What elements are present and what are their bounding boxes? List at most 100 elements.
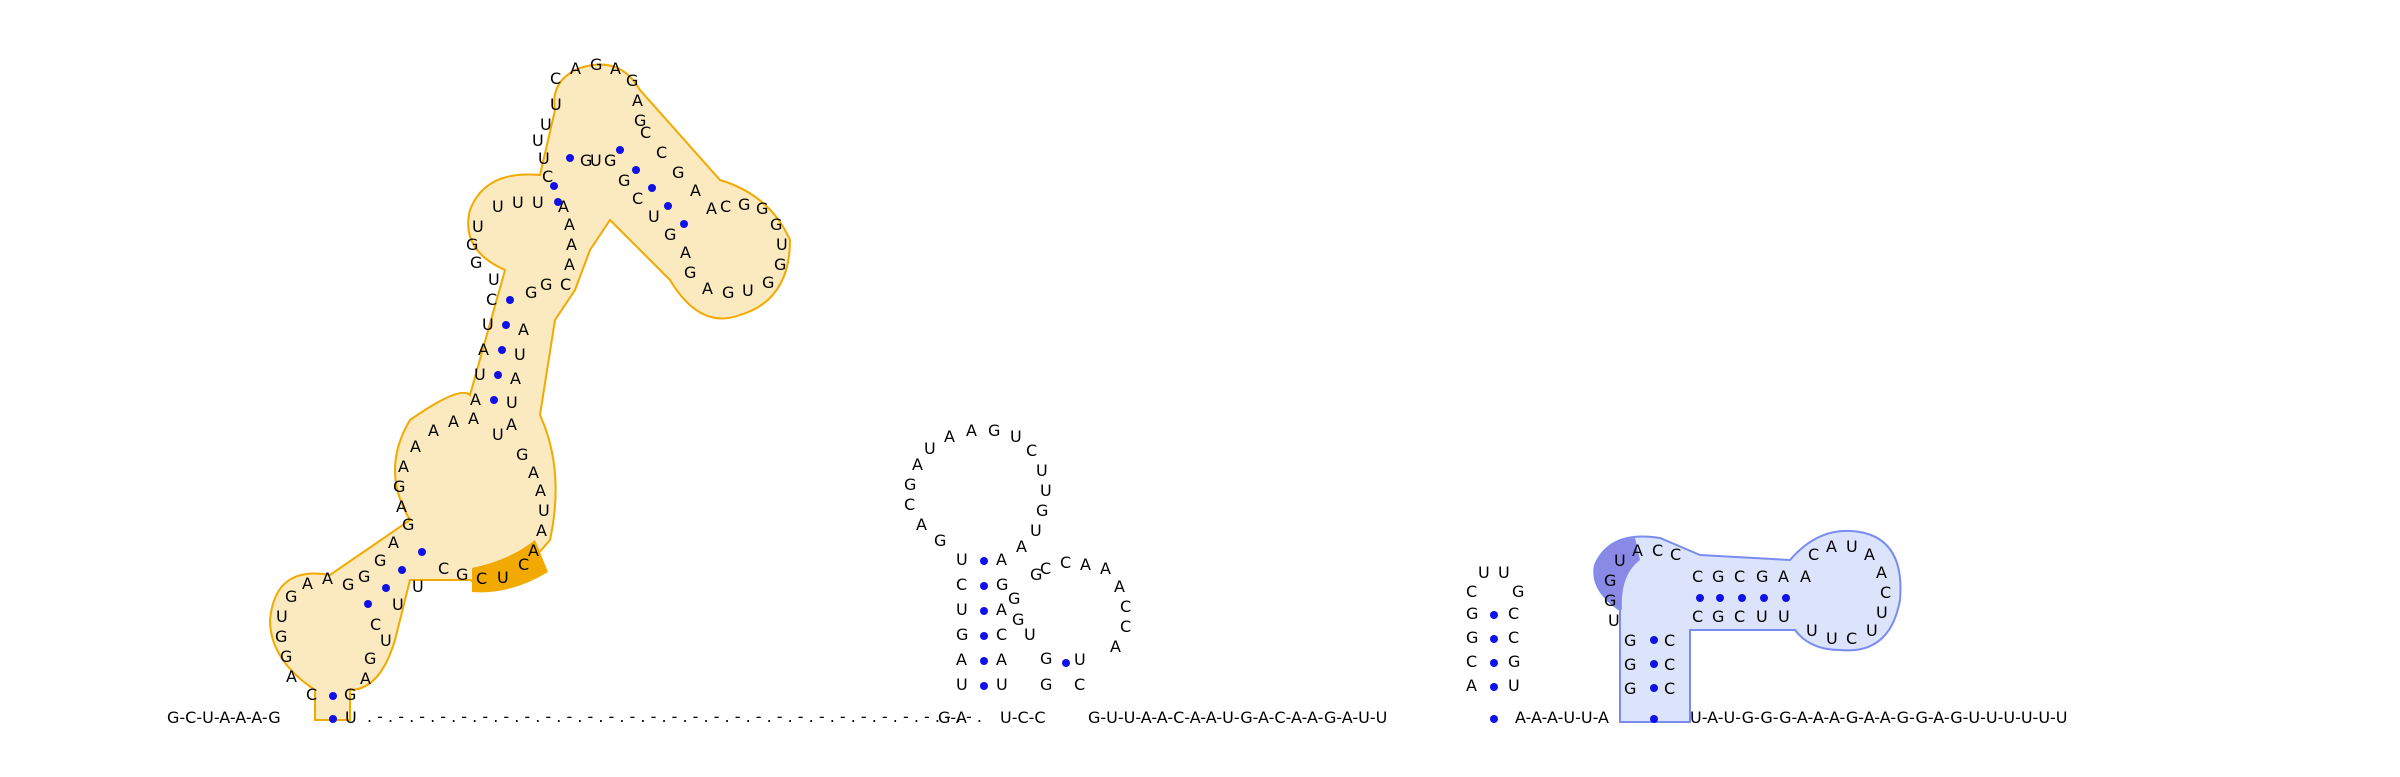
svg-text:G: G: [1712, 607, 1724, 626]
svg-text:G: G: [934, 531, 946, 550]
svg-text:C: C: [518, 555, 529, 574]
svg-text:G: G: [996, 575, 1008, 594]
svg-text:A: A: [396, 497, 407, 516]
blue-highlight-domain: [1593, 529, 1902, 723]
svg-text:U: U: [956, 675, 968, 694]
orange-highlight-domain: [268, 63, 792, 721]
svg-text:A: A: [632, 91, 643, 110]
svg-text:G: G: [626, 71, 638, 90]
svg-text:A: A: [610, 59, 621, 78]
svg-text:U: U: [1608, 611, 1620, 630]
svg-text:C: C: [560, 275, 571, 294]
svg-text:G: G: [684, 263, 696, 282]
backbone-ga: G-A: [938, 708, 967, 727]
svg-text:A: A: [966, 421, 977, 440]
svg-text:G: G: [956, 625, 968, 644]
svg-text:C: C: [1040, 559, 1051, 578]
svg-text:G: G: [1466, 628, 1478, 647]
svg-text:C: C: [1692, 567, 1703, 586]
svg-text:A: A: [916, 515, 927, 534]
svg-text:A: A: [1466, 676, 1477, 695]
svg-text:C: C: [1664, 679, 1675, 698]
unstructured-dotted-region: . - . - . - . - . - . - . - . - . - . - …: [367, 707, 982, 726]
svg-text:G: G: [1030, 565, 1042, 584]
svg-text:A: A: [528, 463, 539, 482]
svg-text:A: A: [286, 667, 297, 686]
svg-text:G: G: [402, 515, 414, 534]
svg-text:G: G: [1512, 582, 1524, 601]
svg-text:U: U: [1778, 607, 1790, 626]
svg-text:C: C: [1880, 583, 1891, 602]
svg-text:G: G: [374, 551, 386, 570]
svg-text:C: C: [720, 197, 731, 216]
svg-text:C: C: [1808, 545, 1819, 564]
backbone-left-sequence: G-C-U-A-A-A-G: [167, 708, 281, 727]
svg-text:U: U: [276, 607, 288, 626]
svg-text:A: A: [1632, 541, 1643, 560]
svg-text:U: U: [1074, 650, 1086, 669]
svg-text:G: G: [285, 587, 297, 606]
svg-text:A: A: [564, 255, 575, 274]
svg-text:C: C: [1074, 675, 1085, 694]
svg-text:C: C: [1120, 617, 1131, 636]
svg-text:A: A: [706, 199, 717, 218]
backbone-ucc: U-C-C: [1000, 708, 1046, 727]
svg-text:G: G: [770, 215, 782, 234]
svg-text:A: A: [448, 412, 459, 431]
svg-text:G: G: [280, 647, 292, 666]
svg-text:G: G: [1624, 679, 1636, 698]
svg-text:U: U: [392, 595, 404, 614]
svg-text:G: G: [590, 55, 602, 74]
svg-text:U: U: [1040, 481, 1052, 500]
svg-text:G: G: [344, 685, 356, 704]
svg-text:G: G: [466, 235, 478, 254]
svg-text:G: G: [634, 111, 646, 130]
svg-text:A: A: [528, 541, 539, 560]
svg-text:A: A: [535, 481, 546, 500]
svg-text:U: U: [492, 197, 504, 216]
svg-text:U: U: [1614, 551, 1626, 570]
svg-text:A: A: [536, 521, 547, 540]
orange-structure-nucleotides: CG A G G U G A A G . GC GU AU GU G A A G…: [275, 55, 788, 723]
svg-text:C: C: [996, 625, 1007, 644]
svg-text:A: A: [410, 437, 421, 456]
svg-text:U: U: [924, 439, 936, 458]
svg-text:C: C: [1060, 553, 1071, 572]
svg-text:C: C: [370, 615, 381, 634]
svg-text:U: U: [506, 393, 518, 412]
svg-text:U: U: [1806, 621, 1818, 640]
svg-text:A: A: [518, 320, 529, 339]
svg-text:U: U: [590, 151, 602, 170]
svg-text:G: G: [722, 283, 734, 302]
svg-text:U: U: [532, 131, 544, 150]
svg-text:G: G: [1508, 652, 1520, 671]
svg-text:A: A: [1864, 545, 1875, 564]
svg-text:U: U: [1508, 676, 1520, 695]
svg-text:U: U: [482, 315, 494, 334]
svg-text:G: G: [774, 255, 786, 274]
svg-text:C: C: [1120, 597, 1131, 616]
svg-text:A: A: [996, 600, 1007, 619]
first-stem-closing-U: U: [345, 708, 357, 727]
svg-text:A: A: [996, 550, 1007, 569]
svg-text:G: G: [342, 575, 354, 594]
svg-text:A: A: [702, 279, 713, 298]
svg-text:G: G: [364, 649, 376, 668]
svg-text:A: A: [1080, 555, 1091, 574]
svg-text:G: G: [1604, 591, 1616, 610]
svg-text:C: C: [1508, 604, 1519, 623]
svg-text:U: U: [742, 281, 754, 300]
svg-text:U: U: [1030, 521, 1042, 540]
svg-text:G: G: [1624, 631, 1636, 650]
svg-text:G: G: [1040, 649, 1052, 668]
svg-text:G: G: [456, 565, 468, 584]
svg-text:C: C: [1508, 628, 1519, 647]
svg-text:C: C: [550, 69, 561, 88]
svg-text:U: U: [776, 235, 788, 254]
svg-text:A: A: [558, 197, 569, 216]
svg-text:A: A: [428, 421, 439, 440]
svg-text:C: C: [956, 575, 967, 594]
svg-text:C: C: [306, 685, 317, 704]
